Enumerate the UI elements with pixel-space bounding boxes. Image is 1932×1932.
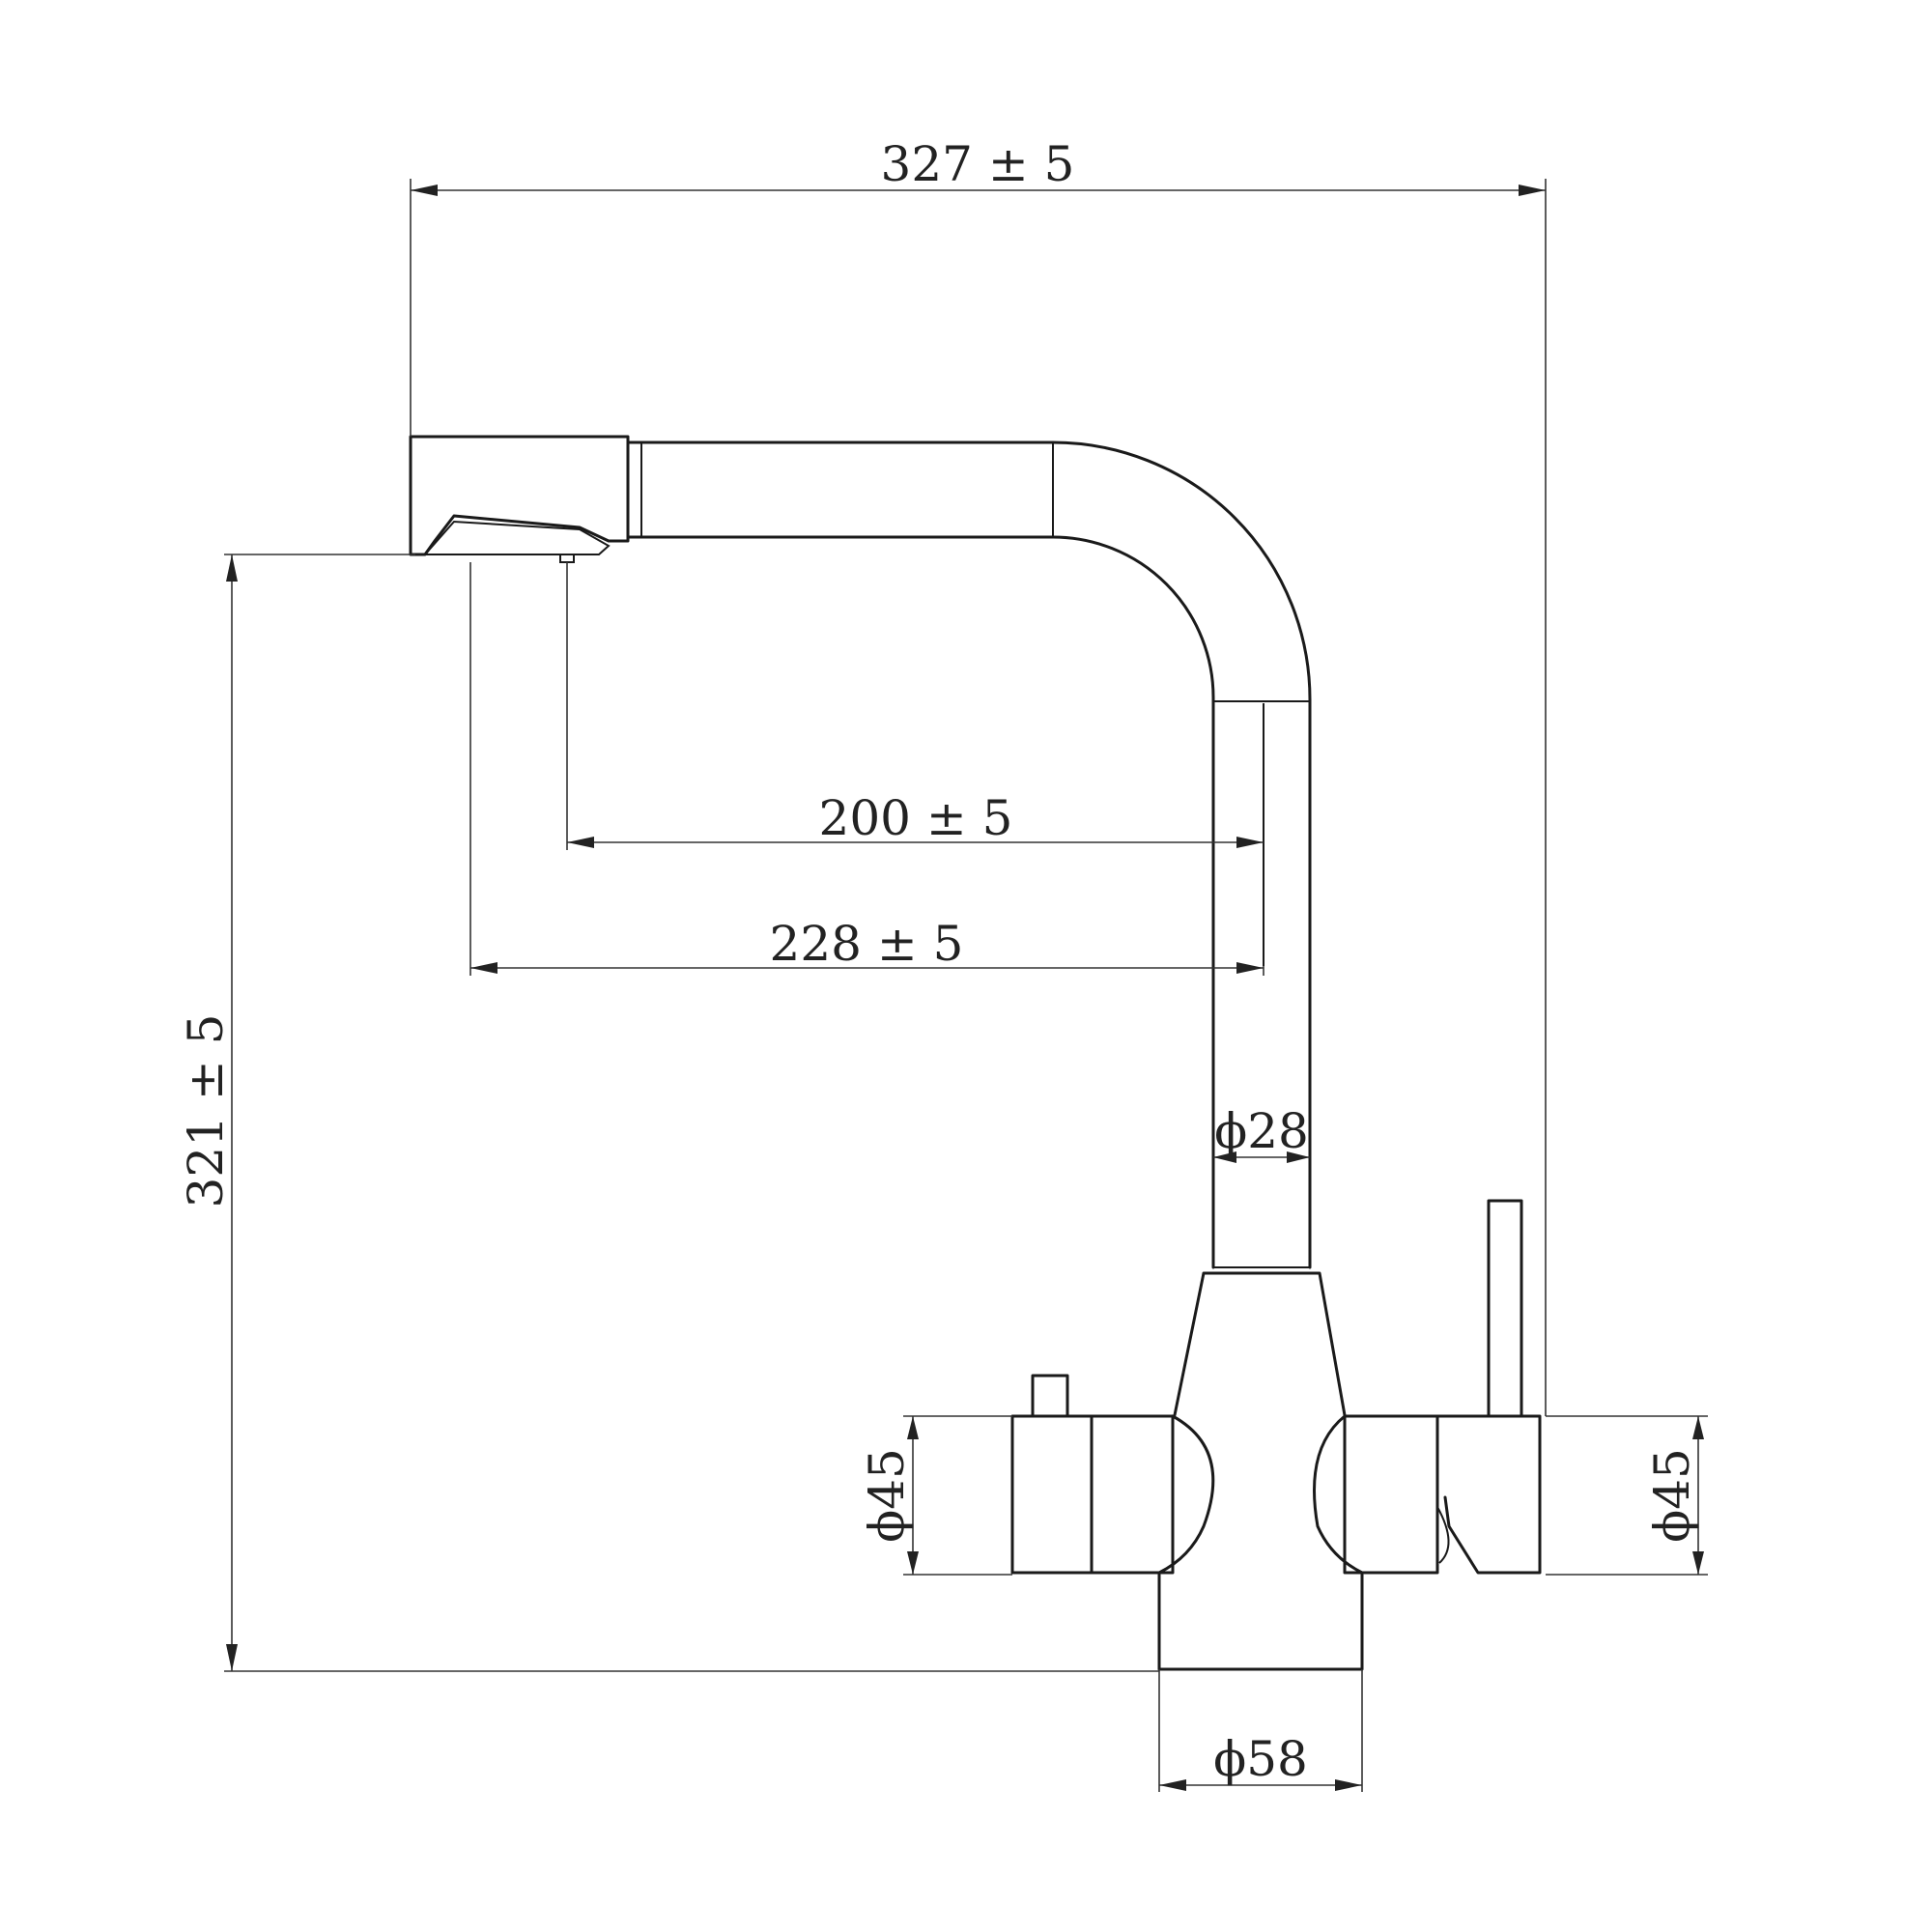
dim-left-handle-diameter: ϕ45 [859, 1416, 919, 1575]
dim-base-diameter: ϕ58 [1159, 1731, 1362, 1791]
dim-overall-width: 327 ± 5 [411, 136, 1546, 196]
left-valve-dome [1157, 1414, 1215, 1575]
reach-spout-end-label: 228 ± 5 [770, 916, 964, 972]
base-diameter-label: ϕ58 [1213, 1731, 1308, 1787]
extension-lines [224, 179, 1708, 1792]
dim-overall-height: 321 ± 5 [178, 554, 238, 1671]
overall-width-label: 327 ± 5 [881, 136, 1075, 192]
spout-head [409, 435, 630, 556]
aerator-pin [559, 554, 575, 563]
spout-pipe [626, 440, 1312, 1269]
dim-reach-spout-end: 228 ± 5 [470, 916, 1264, 974]
right-valve-cap [1343, 1414, 1439, 1575]
faucet-body [1157, 1271, 1364, 1671]
right-lever-body [1435, 1414, 1542, 1575]
overall-height-label: 321 ± 5 [178, 1014, 234, 1208]
dim-spout-tube-diameter: ϕ28 [1213, 1103, 1310, 1163]
right-valve-dome [1313, 1414, 1364, 1575]
reach-outlet-label: 200 ± 5 [819, 790, 1013, 846]
dim-right-handle-diameter: ϕ45 [1644, 1416, 1704, 1575]
right-handle-diameter-label: ϕ45 [1644, 1448, 1700, 1543]
right-lever-hub [1436, 1506, 1450, 1564]
left-valve-cap [1090, 1414, 1175, 1575]
left-handle-diameter-label: ϕ45 [859, 1448, 915, 1543]
left-valve-pin [1031, 1374, 1069, 1418]
dim-reach-outlet: 200 ± 5 [567, 790, 1264, 848]
left-valve-knob [1010, 1414, 1094, 1575]
spout-tube-diameter-label: ϕ28 [1214, 1103, 1309, 1159]
faucet-outline [409, 435, 1542, 1671]
right-lever-stem [1487, 1199, 1523, 1418]
